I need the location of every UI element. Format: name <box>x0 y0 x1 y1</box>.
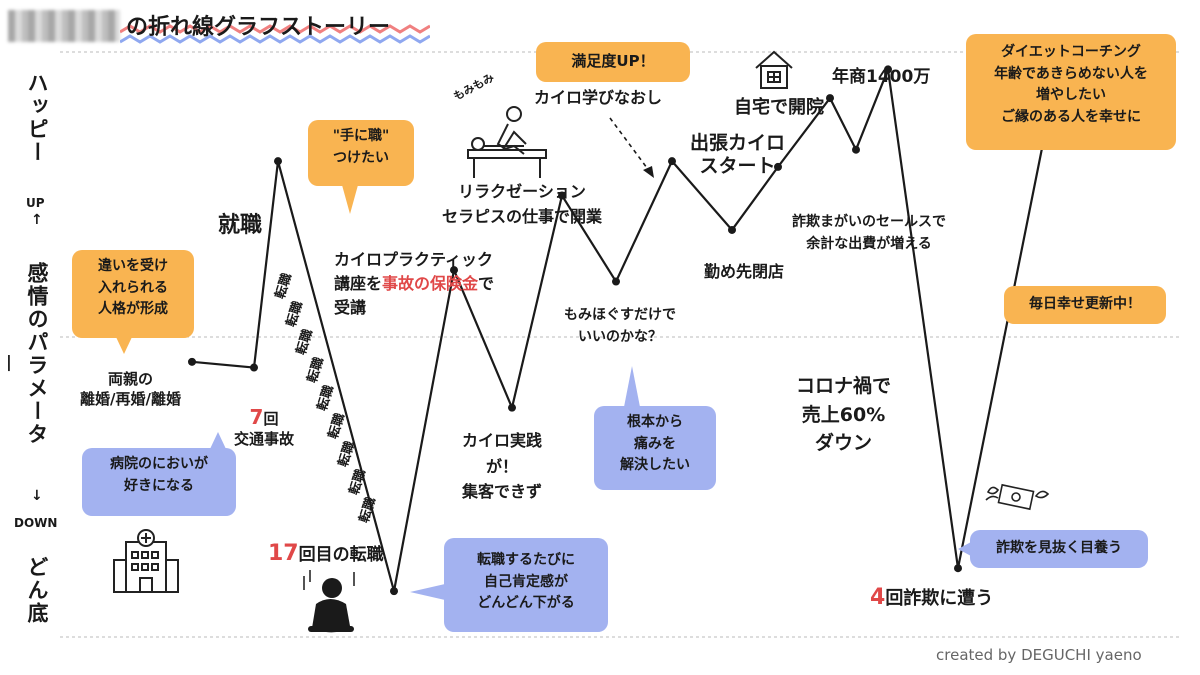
data-point <box>612 277 620 286</box>
sad-person-icon <box>303 570 355 633</box>
data-point <box>774 162 782 171</box>
flying-money-icon <box>985 483 1050 511</box>
y-axis-up-label: UP <box>26 196 45 210</box>
event-chiro-course: カイロプラクティック 講座を事故の保険金で 受講 <box>334 250 495 317</box>
data-point <box>558 191 566 200</box>
blurred-name-mosaic <box>8 10 120 42</box>
event-revenue: 年商1400万 <box>832 67 931 87</box>
event-shutcho: 出張カイロスタート <box>690 132 786 177</box>
up-arrow-icon: ↑ <box>31 212 43 228</box>
bubble-hospital: 病院のにおいが好きになる <box>82 432 236 516</box>
data-point <box>852 145 860 154</box>
bubble-diet: ダイエットコーチング年齢であきらめない人を増やしたいご縁のある人を幸せに <box>966 34 1176 150</box>
y-axis-down-label: DOWN <box>14 516 58 530</box>
bubble-manzoku: 満足度UP！ <box>536 42 690 82</box>
bubble-sagi-eye: 詐欺を見抜く目養う <box>958 530 1148 568</box>
event-parents: 両親の離婚/再婚/離婚 <box>80 370 181 408</box>
data-point <box>826 94 834 103</box>
bubble-konpon: 根本から痛みを解決したい <box>594 366 716 490</box>
event-closed: 勤め先閉店 <box>704 262 785 281</box>
event-corona: コロナ禍で売上60%ダウン <box>796 375 892 454</box>
event-accidents: 7回 交通事故 <box>234 405 295 448</box>
data-point <box>668 157 676 166</box>
label-chiro-study: カイロ学びなおし <box>534 88 663 107</box>
event-momi-question: もみほぐすだけでいいのかな？ <box>564 307 676 346</box>
y-axis-separator: | <box>6 352 12 371</box>
title-bar: の折れ線グラフストーリー <box>0 0 430 52</box>
y-axis-middle-label: 感情のパラメータ <box>25 262 49 446</box>
event-job17: 17回目の転職 <box>268 541 384 566</box>
event-shushoku: 就職 <box>218 213 263 238</box>
series-line <box>191 65 1046 592</box>
down-arrow-icon: ↓ <box>31 488 43 504</box>
event-chiro-practice: カイロ実践が！集客できず <box>462 431 543 502</box>
data-point <box>728 225 736 234</box>
event-home-clinic: 自宅で開院 <box>734 97 824 118</box>
bubble-accept: 違いを受け入れられる人格が形成 <box>72 250 194 354</box>
data-point <box>450 266 458 275</box>
credit-text: created by DEGUCHI yaeno <box>936 646 1142 664</box>
house-icon <box>755 50 793 89</box>
data-point <box>274 157 282 166</box>
event-fraud-sales: 詐欺まがいのセールスで余計な出費が増える <box>792 214 946 252</box>
bubble-mainichi: 毎日幸せ更新中！ <box>1004 286 1166 324</box>
data-point <box>390 587 398 596</box>
bubble-shoku: "手に職"つけたい <box>308 120 414 214</box>
data-point <box>508 403 516 412</box>
data-point <box>884 65 892 74</box>
y-axis-top-label: ハッピー <box>25 72 49 164</box>
data-point <box>188 357 196 366</box>
event-relaxation: リラクゼーションセラピスの仕事で開業 <box>442 182 603 226</box>
data-point <box>954 564 962 573</box>
title-wave-decoration <box>120 24 430 44</box>
bubble-tenshoku-feel: 転職するたびに自己肯定感がどんどん下がる <box>410 538 608 632</box>
y-axis-bottom-label: どん底 <box>25 556 49 625</box>
data-point <box>250 363 258 372</box>
massage-icon <box>467 106 547 178</box>
event-fraud-four: 4回詐欺に遭う <box>870 585 994 610</box>
chart-title: の折れ線グラフストーリー <box>126 15 391 40</box>
hospital-icon <box>113 529 179 593</box>
